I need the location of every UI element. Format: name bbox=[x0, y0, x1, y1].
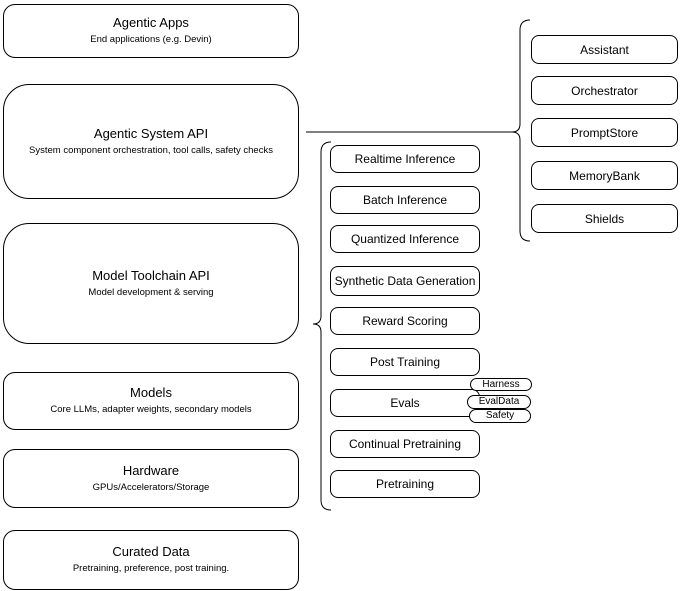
toolchain-item-quantized-inference: Quantized Inference bbox=[330, 225, 480, 253]
toolchain-item-synthetic-data-generation: Synthetic Data Generation bbox=[330, 266, 480, 296]
toolchain-item-post-training: Post Training bbox=[330, 348, 480, 376]
node-subtitle: Pretraining, preference, post training. bbox=[72, 563, 230, 575]
toolchain-item-label: Realtime Inference bbox=[354, 152, 456, 166]
toolchain-item-label: Continual Pretraining bbox=[348, 437, 462, 451]
toolchain-item-label: Reward Scoring bbox=[362, 314, 448, 328]
toolchain-item-label: Post Training bbox=[369, 355, 441, 369]
node-hardware: Hardware GPUs/Accelerators/Storage bbox=[3, 449, 299, 508]
toolchain-item-realtime-inference: Realtime Inference bbox=[330, 145, 480, 173]
toolchain-item-reward-scoring: Reward Scoring bbox=[330, 307, 480, 335]
component-label: Shields bbox=[584, 211, 625, 226]
toolchain-item-label: Pretraining bbox=[375, 477, 435, 491]
node-subtitle: GPUs/Accelerators/Storage bbox=[92, 481, 210, 493]
toolchain-item-label: Quantized Inference bbox=[350, 232, 460, 246]
toolchain-item-label: Synthetic Data Generation bbox=[334, 274, 476, 288]
node-title: Hardware bbox=[122, 462, 180, 478]
node-models: Models Core LLMs, adapter weights, secon… bbox=[3, 372, 299, 430]
components-brace bbox=[511, 19, 531, 242]
toolchain-item-continual-pretraining: Continual Pretraining bbox=[330, 430, 480, 458]
toolchain-item-label: Evals bbox=[390, 396, 420, 410]
component-assistant: Assistant bbox=[531, 35, 678, 64]
node-subtitle: System component orchestration, tool cal… bbox=[29, 144, 273, 156]
toolchain-brace bbox=[312, 141, 332, 511]
eval-tag-label: Safety bbox=[485, 410, 515, 421]
component-label: Orchestrator bbox=[571, 83, 638, 98]
node-title: Agentic Apps bbox=[113, 15, 189, 31]
eval-tag-safety: Safety bbox=[469, 409, 531, 423]
node-curated-data: Curated Data Pretraining, preference, po… bbox=[3, 530, 299, 590]
node-subtitle: End applications (e.g. Devin) bbox=[90, 34, 212, 46]
node-title: Agentic System API bbox=[93, 125, 209, 141]
component-promptstore: PromptStore bbox=[531, 118, 678, 147]
node-model-toolchain-api: Model Toolchain API Model development & … bbox=[3, 223, 299, 344]
node-title: Model Toolchain API bbox=[92, 267, 210, 283]
node-subtitle: Model development & serving bbox=[88, 286, 214, 298]
eval-tag-label: Harness bbox=[482, 378, 520, 390]
component-orchestrator: Orchestrator bbox=[531, 76, 678, 105]
component-shields: Shields bbox=[531, 204, 678, 233]
component-label: PromptStore bbox=[570, 125, 639, 140]
toolchain-item-batch-inference: Batch Inference bbox=[330, 186, 480, 214]
node-agentic-system-api: Agentic System API System component orch… bbox=[3, 84, 299, 199]
node-agentic-apps: Agentic Apps End applications (e.g. Devi… bbox=[3, 4, 299, 58]
node-title: Curated Data bbox=[112, 544, 190, 560]
node-subtitle: Core LLMs, adapter weights, secondary mo… bbox=[50, 404, 252, 416]
component-memorybank: MemoryBank bbox=[531, 161, 678, 190]
component-label: MemoryBank bbox=[569, 168, 640, 183]
eval-tag-harness: Harness bbox=[470, 378, 532, 391]
component-label: Assistant bbox=[580, 42, 629, 57]
eval-tag-label: EvalData bbox=[478, 396, 520, 407]
toolchain-item-label: Batch Inference bbox=[362, 193, 448, 207]
eval-tag-evaldata: EvalData bbox=[467, 395, 531, 409]
node-title: Models bbox=[130, 385, 172, 401]
toolchain-item-pretraining: Pretraining bbox=[330, 470, 480, 498]
toolchain-item-evals: Evals bbox=[330, 389, 480, 417]
